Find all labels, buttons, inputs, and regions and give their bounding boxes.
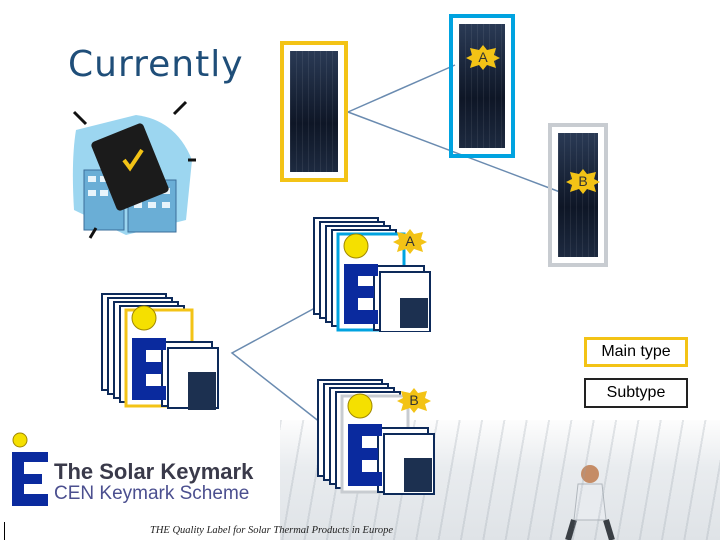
logo-tagline: THE Quality Label for Solar Thermal Prod…: [150, 525, 394, 536]
star-badge-icon: [397, 388, 431, 413]
slide-title: Currently: [68, 44, 244, 85]
connector-line-stack: [230, 295, 338, 431]
star-badge-icon: [393, 229, 427, 254]
logo-name: The Solar Keymark: [54, 459, 254, 484]
subtype-b-collector-panel: [548, 123, 608, 267]
subtype-a-collector-panel: [449, 14, 515, 158]
keymark-stack-b: [317, 379, 435, 495]
connector-line-a-top: [347, 64, 456, 113]
badge-b-stack-label: B: [409, 392, 419, 408]
badge-b-top: B: [566, 168, 600, 194]
badge-b-top-label: B: [578, 173, 588, 189]
badge-b-stack: B: [397, 387, 431, 413]
badge-a-stack-label: A: [405, 233, 415, 249]
keymark-stack-a: [313, 217, 431, 332]
badge-a-stack: A: [393, 228, 427, 254]
keymark-stack-main: [101, 293, 219, 410]
badge-a-top-label: A: [478, 49, 488, 65]
main-type-collector-panel: [280, 41, 348, 182]
solar-keymark-logo-icon: [12, 432, 48, 506]
logo-scheme: CEN Keymark Scheme: [54, 483, 250, 504]
legend-subtype: Subtype: [584, 378, 688, 408]
badge-a-top: A: [466, 44, 500, 70]
legend-main-type: Main type: [584, 337, 688, 367]
star-badge-icon: [566, 169, 600, 194]
connector-line-b-top: [347, 111, 561, 193]
footer-divider: [4, 522, 5, 540]
certification-building-icon: [72, 100, 196, 239]
star-badge-icon: [466, 45, 500, 70]
